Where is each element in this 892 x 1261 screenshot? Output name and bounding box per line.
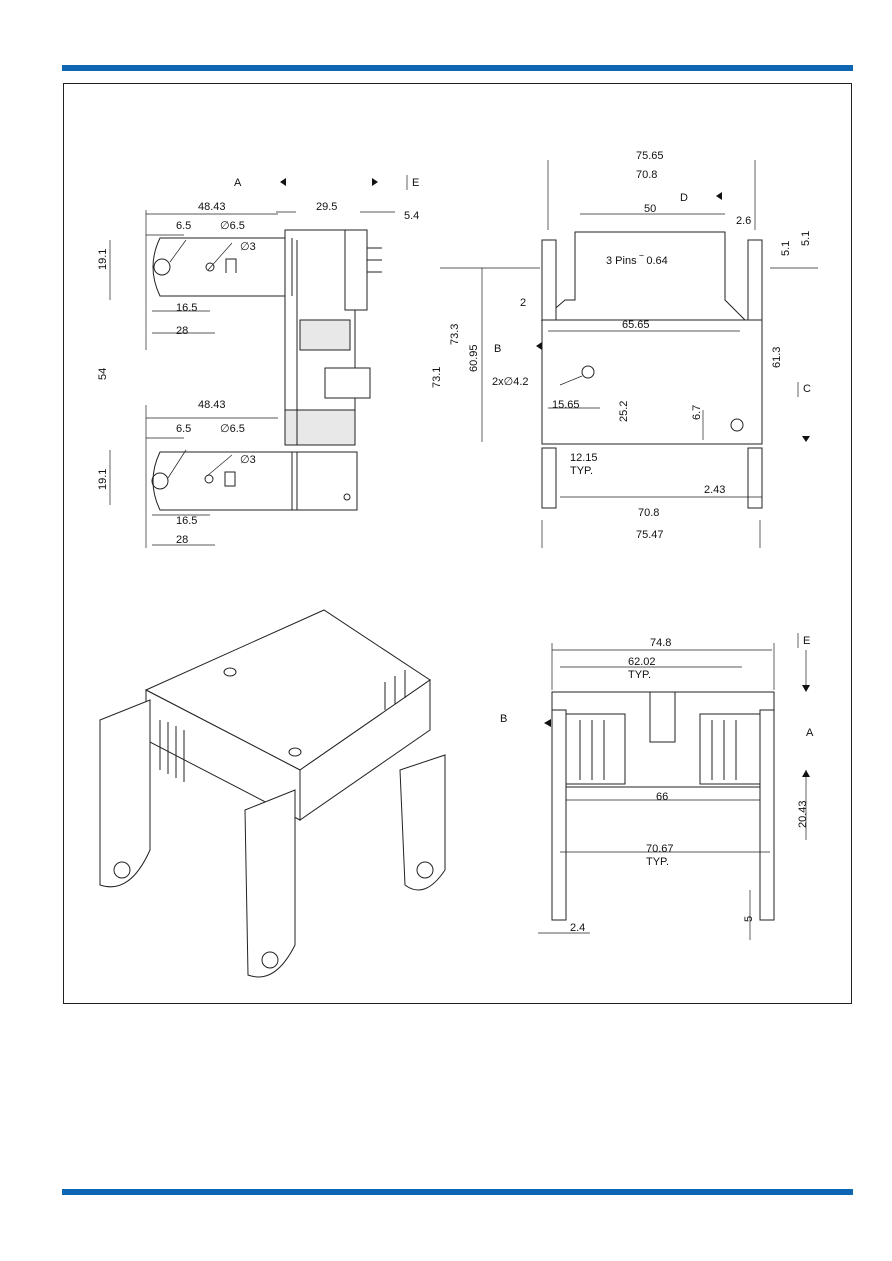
terminal-iso-front	[244, 789, 296, 978]
svg-text:66: 66	[656, 791, 668, 803]
svg-text:65.65: 65.65	[622, 319, 650, 331]
svg-text:TYP.: TYP.	[646, 856, 669, 868]
svg-text:C: C	[803, 383, 811, 395]
terminal-iso-left	[99, 699, 151, 888]
svg-text:5.4: 5.4	[404, 210, 419, 222]
svg-text:5: 5	[743, 916, 755, 922]
dim-width-top: 48.43	[198, 201, 226, 213]
svg-text:∅3: ∅3	[240, 241, 256, 253]
svg-text:28: 28	[176, 534, 188, 546]
svg-text:B: B	[494, 343, 501, 355]
svg-text:2: 2	[520, 297, 526, 309]
terminal-iso-right	[399, 754, 446, 891]
svg-text:TYP.: TYP.	[628, 669, 651, 681]
svg-text:2.6: 2.6	[736, 215, 751, 227]
svg-text:A: A	[806, 727, 814, 739]
terminal-pin-hole	[205, 262, 215, 272]
svg-text:60.95: 60.95	[468, 344, 480, 372]
terminal-bottom	[152, 451, 358, 511]
svg-text:∅3: ∅3	[240, 454, 256, 466]
pins-side	[367, 247, 382, 273]
svg-text:5.1: 5.1	[780, 241, 792, 256]
datum-arrows	[280, 178, 378, 186]
side-view-left: A E 48.43 6.5 ∅6.5 ∅3 29.5 5.4 16.5 28 1…	[97, 175, 419, 548]
svg-text:62.02: 62.02	[628, 656, 656, 668]
svg-text:∅6.5: ∅6.5	[220, 423, 245, 435]
svg-text:75.47: 75.47	[636, 529, 664, 541]
svg-text:29.5: 29.5	[316, 201, 337, 213]
terminal-top	[152, 237, 293, 297]
svg-text:TYP.: TYP.	[570, 465, 593, 477]
front-view: 74.8 E 62.02 TYP. B A 66 20.43 70.67 TYP…	[500, 633, 814, 940]
svg-text:12.15: 12.15	[570, 452, 598, 464]
svg-text:19.1: 19.1	[97, 249, 109, 270]
svg-text:6.5: 6.5	[176, 423, 191, 435]
svg-text:20.43: 20.43	[797, 800, 809, 828]
pins-label: 3 Pins ‾ 0.64	[606, 255, 668, 267]
terminal-hole	[153, 258, 171, 276]
svg-text:E: E	[803, 635, 810, 647]
svg-text:25.2: 25.2	[618, 401, 630, 422]
svg-text:75.65: 75.65	[636, 150, 664, 162]
isometric-view	[99, 609, 446, 978]
drawing-frame	[63, 83, 852, 1004]
top-accent-bar	[62, 65, 853, 71]
dim-hole-dia-top: ∅6.5	[220, 220, 245, 232]
svg-text:19.1: 19.1	[97, 469, 109, 490]
svg-text:48.43: 48.43	[198, 399, 226, 411]
datum-e-label: E	[412, 177, 419, 189]
dim-total-height: 54	[97, 368, 109, 380]
datum-a-label: A	[234, 177, 242, 189]
svg-text:16.5: 16.5	[176, 302, 197, 314]
svg-text:70.8: 70.8	[638, 507, 659, 519]
svg-text:6.7: 6.7	[691, 405, 703, 420]
bottom-accent-bar	[62, 1189, 853, 1195]
svg-text:6.5: 6.5	[176, 220, 191, 232]
terminal-slot	[225, 258, 237, 273]
svg-text:74.8: 74.8	[650, 637, 671, 649]
side-view-right: 75.65 70.8 D 50 2.6 5.1 5.1 3 Pins ‾ 0.6…	[431, 150, 818, 548]
svg-text:D: D	[680, 192, 688, 204]
svg-text:5.1: 5.1	[800, 231, 812, 246]
svg-text:73.3: 73.3	[449, 324, 461, 345]
svg-text:2.43: 2.43	[704, 484, 725, 496]
relay-body-top	[541, 319, 763, 445]
svg-text:2x∅4.2: 2x∅4.2	[492, 376, 529, 388]
svg-text:2.4: 2.4	[570, 922, 585, 934]
svg-text:73.1: 73.1	[431, 367, 443, 388]
svg-text:61.3: 61.3	[771, 347, 783, 368]
svg-text:16.5: 16.5	[176, 515, 197, 527]
svg-text:B: B	[500, 713, 507, 725]
svg-text:50: 50	[644, 203, 656, 215]
svg-text:28: 28	[176, 325, 188, 337]
svg-text:15.65: 15.65	[552, 399, 580, 411]
svg-text:70.67: 70.67	[646, 843, 674, 855]
svg-text:70.8: 70.8	[636, 169, 657, 181]
